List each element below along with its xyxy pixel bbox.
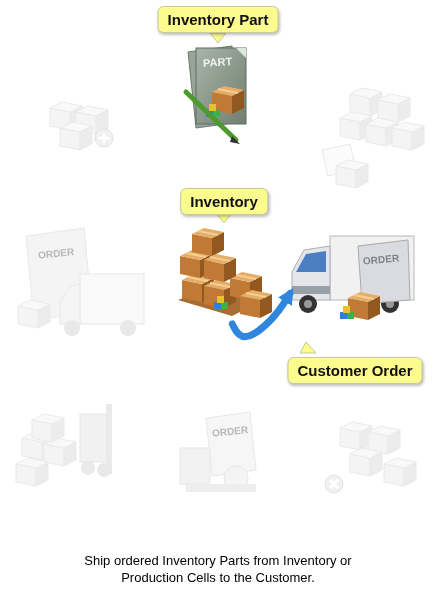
stock-pallet-icon xyxy=(322,88,424,188)
icon-text: ORDER xyxy=(212,424,249,439)
icon-text: PART xyxy=(203,55,233,69)
callout-tail xyxy=(300,342,316,353)
callout-label: Customer Order xyxy=(287,357,422,384)
part-box xyxy=(212,86,244,114)
part-document xyxy=(186,46,246,144)
delivery-truck xyxy=(292,236,414,320)
forklift-icon xyxy=(16,404,112,486)
order-cubes xyxy=(340,306,354,319)
callout-node: Inventory Part xyxy=(156,6,281,146)
callout-tail xyxy=(210,33,226,43)
icon-text: ORDER xyxy=(363,252,400,266)
production-cell-icon xyxy=(180,412,256,492)
cancel-icon xyxy=(325,422,416,493)
flow-arrow xyxy=(232,294,290,337)
callout-node: Customer Order xyxy=(282,228,428,384)
icon-text: ORDER xyxy=(38,246,75,261)
inventory-pallet xyxy=(178,228,272,318)
add-stock-icon xyxy=(50,102,113,150)
callout-label: Inventory Part xyxy=(158,6,279,33)
callout-node: Inventory xyxy=(172,188,276,328)
order-truck-icon xyxy=(18,228,144,336)
callout-label: Inventory xyxy=(180,188,268,215)
caption: Ship ordered Inventory Parts from Invent… xyxy=(60,552,376,586)
greyed-icons xyxy=(16,88,424,493)
pencil xyxy=(186,92,236,140)
